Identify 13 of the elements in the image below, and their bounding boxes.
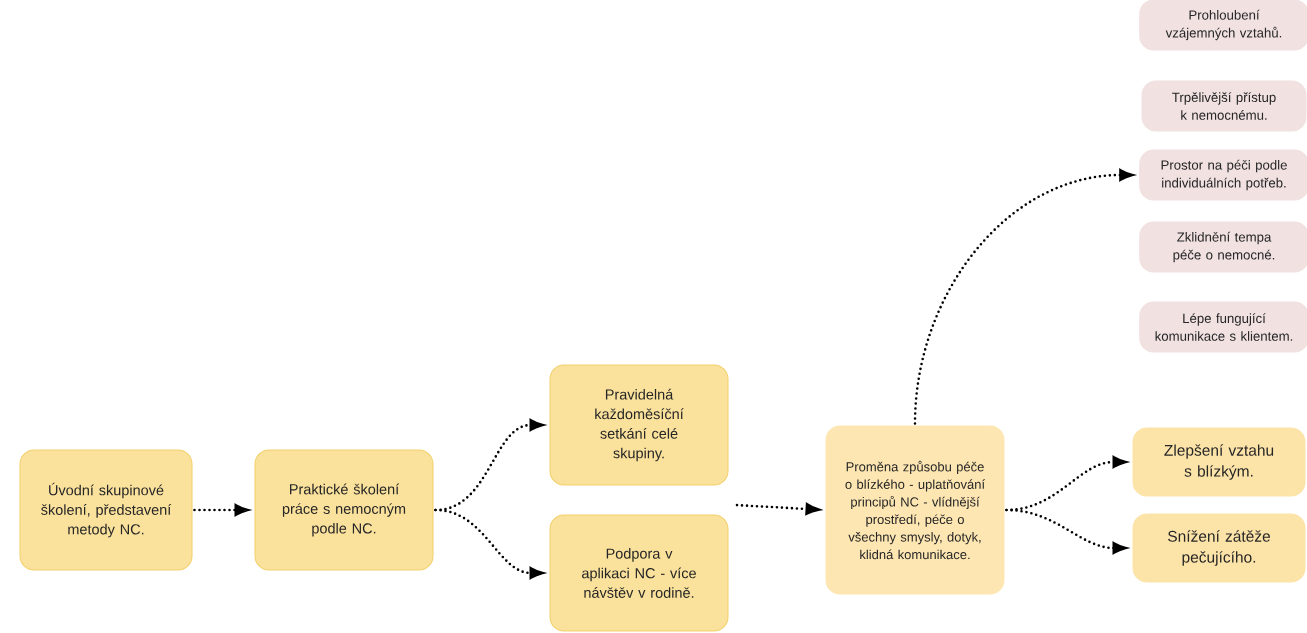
process-box: Pravidelná každoměsíční setkání celé skupiny.	[549, 364, 729, 486]
process-box: Zklidnění tempa péče o nemocné.	[1139, 221, 1307, 273]
process-box: Snížení zátěže pečujícího.	[1132, 513, 1306, 583]
process-box: Úvodní skupinové školení, představení metody NC.	[19, 449, 193, 571]
arrow	[913, 169, 1134, 425]
process-box: Zlepšení vztahu s blízkým.	[1132, 427, 1306, 497]
process-box: Proměna způsobu péče o blízkého - uplatňování principů NC - vlídnější prostředí, péče o všechny smysly, dotyk, klidná komunikace.	[825, 425, 1005, 595]
process-box: Prostor na péči podle individuálních potřeb.	[1139, 149, 1307, 201]
process-box: Prohloubení vzájemných vztahů.	[1139, 0, 1307, 51]
process-box: Praktické školení práce s nemocným podle NC.	[254, 449, 434, 571]
process-box: Lépe fungující komunikace s klientem.	[1139, 301, 1307, 353]
process-box: Podpora v aplikaci NC - více návštěv v rodině.	[549, 514, 729, 632]
process-box: Trpělivější přístup k nemocnému.	[1141, 80, 1307, 132]
